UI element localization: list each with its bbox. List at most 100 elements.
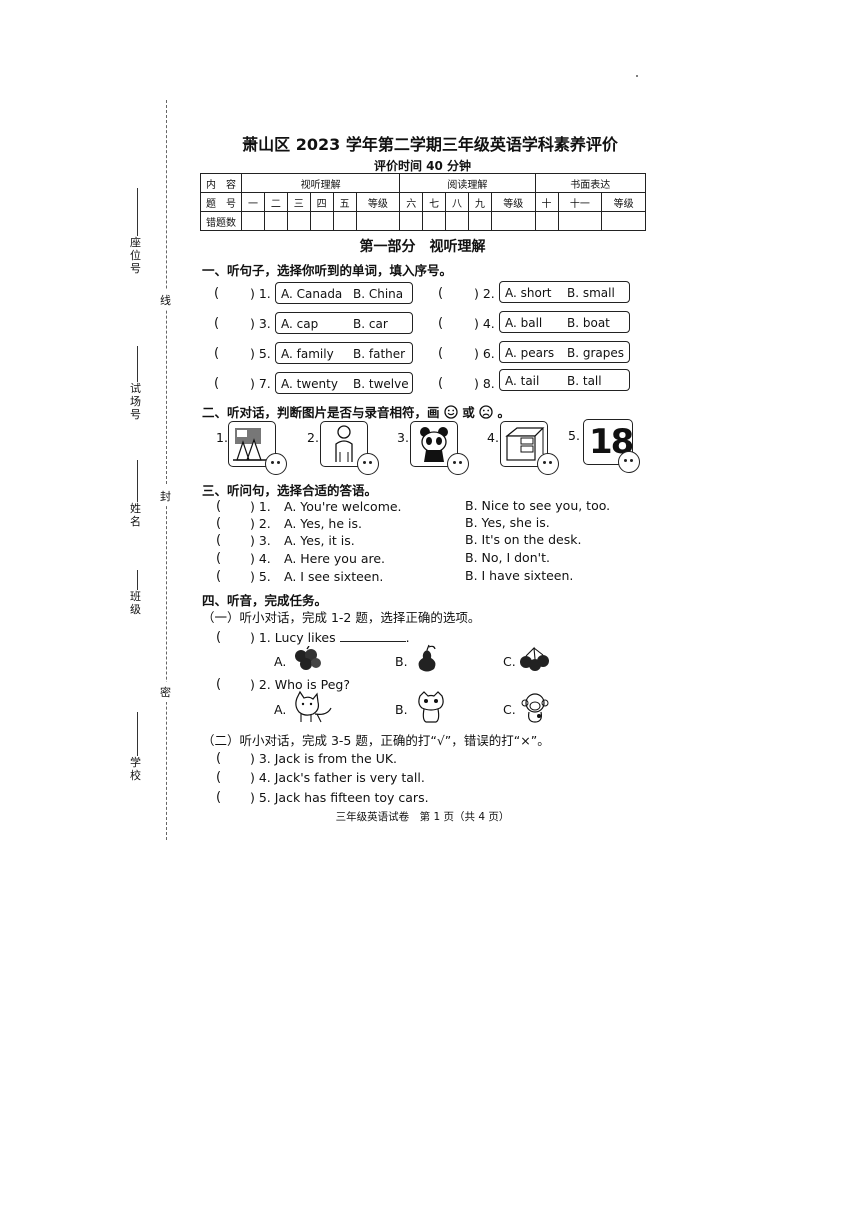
option-a: A. Canada xyxy=(281,287,343,301)
answer-face[interactable] xyxy=(537,453,559,475)
answer-option-b: B. No, I don't. xyxy=(465,550,550,565)
subsection-1-heading: （一）听小对话，完成 1-2 题，选择正确的选项。 xyxy=(202,610,481,625)
name-field: 姓名 xyxy=(130,460,146,528)
sad-face-icon xyxy=(479,405,493,419)
question-number: ) 4. xyxy=(250,551,271,566)
table-cell: 错题数 xyxy=(200,211,242,231)
table-cell: 七 xyxy=(422,192,447,212)
option-a: A. cap xyxy=(281,317,319,331)
part-title: 第一部分 视听理解 xyxy=(359,239,486,255)
picture-panda xyxy=(410,421,458,467)
question-number: ) 3. xyxy=(250,316,271,331)
answer-paren[interactable]: ( xyxy=(214,346,220,361)
answer-face[interactable] xyxy=(357,453,379,475)
table-cell: 等级 xyxy=(355,192,401,212)
answer-option-b: B. I have sixteen. xyxy=(465,568,574,583)
answer-paren[interactable]: ( xyxy=(216,790,222,805)
answer-paren[interactable]: ( xyxy=(214,376,220,391)
answer-paren[interactable]: ( xyxy=(216,751,222,766)
picture-label: 1. xyxy=(216,430,228,445)
table-cell: 二 xyxy=(263,192,288,212)
answer-face[interactable] xyxy=(265,453,287,475)
score-table-row: 错题数 xyxy=(200,211,646,231)
table-cell[interactable] xyxy=(557,211,603,231)
section-2-heading: 二、听对话，判断图片是否与录音相符，画 或 。 xyxy=(202,405,510,420)
person-icon xyxy=(335,425,353,462)
section-4-heading: 四、听音，完成任务。 xyxy=(202,593,328,608)
answer-option-a: A. Here you are. xyxy=(284,551,386,566)
table-cell: 阅读理解 xyxy=(399,173,536,193)
table-cell[interactable] xyxy=(332,211,357,231)
question-number: ) 6. xyxy=(474,346,495,361)
answer-paren[interactable]: ( xyxy=(216,630,222,645)
table-cell[interactable] xyxy=(601,211,646,231)
table-cell[interactable] xyxy=(399,211,424,231)
binding-dashed-line xyxy=(166,100,167,840)
opera-house-icon xyxy=(233,428,271,461)
table-cell: 三 xyxy=(286,192,311,212)
table-cell[interactable] xyxy=(422,211,447,231)
answer-option-a: A. I see sixteen. xyxy=(284,569,384,584)
answer-paren[interactable]: ( xyxy=(438,316,444,331)
answer-paren[interactable]: ( xyxy=(214,316,220,331)
answer-paren[interactable]: ( xyxy=(216,770,222,785)
option-label: A. xyxy=(274,702,287,717)
answer-face[interactable] xyxy=(618,451,640,473)
option-a: A. pears xyxy=(505,346,555,360)
page-footer: 三年级英语试卷 第 1 页（共 4 页） xyxy=(335,811,510,823)
option-b: B. small xyxy=(567,286,615,300)
answer-paren[interactable]: ( xyxy=(216,677,222,692)
option-a: A. family xyxy=(281,347,334,361)
table-cell[interactable] xyxy=(309,211,334,231)
panda-icon xyxy=(420,427,448,462)
table-cell[interactable] xyxy=(355,211,401,231)
answer-face[interactable] xyxy=(447,453,469,475)
pear-icon xyxy=(418,644,436,672)
option-box: A. ball B. boat xyxy=(499,311,630,333)
answer-option-b: B. Yes, she is. xyxy=(465,515,550,530)
picture-label: 3. xyxy=(397,430,409,445)
question-lucy-likes: ) 1. Lucy likes . xyxy=(250,630,410,645)
table-cell[interactable] xyxy=(467,211,492,231)
option-box: A. Canada B. China xyxy=(275,282,413,304)
question-number: ) 8. xyxy=(474,376,495,391)
table-cell[interactable] xyxy=(263,211,288,231)
table-cell: 内 容 xyxy=(200,173,242,193)
answer-paren[interactable]: ( xyxy=(216,551,222,566)
table-cell: 六 xyxy=(399,192,424,212)
school-field: 学校 xyxy=(130,712,146,782)
answer-option-a: A. You're welcome. xyxy=(284,499,402,514)
option-b: B. tall xyxy=(567,374,602,388)
exam-time: 评价时间 40 分钟 xyxy=(373,159,472,173)
answer-blank[interactable] xyxy=(339,630,406,642)
table-cell: 等级 xyxy=(490,192,536,212)
table-cell[interactable] xyxy=(534,211,559,231)
answer-paren[interactable]: ( xyxy=(438,346,444,361)
option-box: A. pears B. grapes xyxy=(499,341,630,363)
answer-paren[interactable]: ( xyxy=(216,499,222,514)
grapes-icon xyxy=(295,646,321,670)
answer-paren[interactable]: ( xyxy=(216,569,222,584)
answer-paren[interactable]: ( xyxy=(216,533,222,548)
table-cell[interactable] xyxy=(445,211,469,231)
table-cell[interactable] xyxy=(490,211,536,231)
smile-face-icon xyxy=(444,405,458,419)
table-cell: 八 xyxy=(445,192,469,212)
question-number: ) 7. xyxy=(250,376,271,391)
answer-paren[interactable]: ( xyxy=(216,516,222,531)
option-b: B. twelve xyxy=(353,377,409,391)
question-number: ) 1. xyxy=(250,499,271,514)
answer-option-a: A. Yes, he is. xyxy=(284,516,362,531)
answer-paren[interactable]: ( xyxy=(438,286,444,301)
picture-label: 5. xyxy=(568,428,580,443)
answer-paren[interactable]: ( xyxy=(438,376,444,391)
answer-option-b: B. It's on the desk. xyxy=(465,532,582,547)
table-cell[interactable] xyxy=(241,211,265,231)
option-label: A. xyxy=(274,654,287,669)
table-cell[interactable] xyxy=(286,211,311,231)
answer-paren[interactable]: ( xyxy=(214,286,220,301)
option-label: C. xyxy=(503,702,516,717)
exam-title: 萧山区 2023 学年第二学期三年级英语学科素养评价 xyxy=(242,135,618,154)
exam-room-field: 试场号 xyxy=(130,346,146,421)
option-box: A. tail B. tall xyxy=(499,369,630,391)
